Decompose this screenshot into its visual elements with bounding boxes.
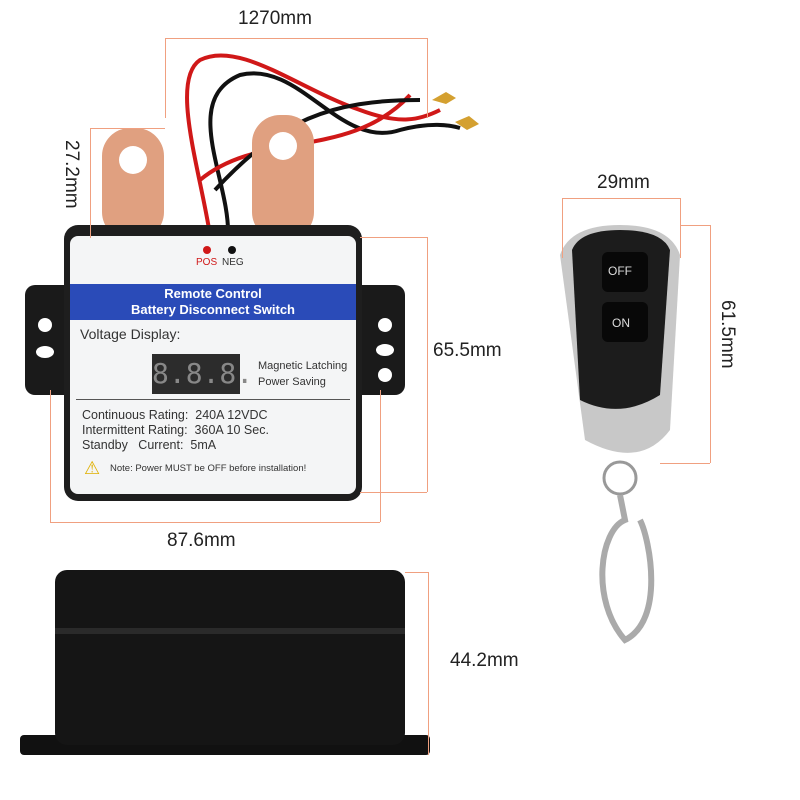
on-button: ON xyxy=(612,316,630,330)
feature-1: Magnetic Latching xyxy=(258,360,348,372)
voltage-label: Voltage Display: xyxy=(80,326,181,342)
voltage-display: 8.8.8. xyxy=(152,354,253,394)
wire-length-label: 1270mm xyxy=(238,8,312,29)
note: Note: Power MUST be OFF before installat… xyxy=(110,463,307,474)
body-depth-label: 44.2mm xyxy=(450,650,519,671)
body-width-label: 87.6mm xyxy=(167,530,236,551)
spec-1: Continuous Rating: 240A 12VDC xyxy=(82,408,268,422)
warning-icon: ⚠ xyxy=(84,458,101,478)
feature-2: Power Saving xyxy=(258,376,326,388)
spec-2: Intermittent Rating: 360A 10 Sec. xyxy=(82,423,269,437)
remote-length-label: 61.5mm xyxy=(717,300,738,369)
neg-label: NEG xyxy=(222,257,244,268)
pos-label: POS xyxy=(196,257,218,268)
title-line2: Battery Disconnect Switch xyxy=(131,302,295,317)
title-line1: Remote Control xyxy=(164,286,262,301)
body-height-label: 65.5mm xyxy=(433,340,502,361)
terminal-height-label: 27.2mm xyxy=(61,140,82,209)
spec-3: Standby Current: 5mA xyxy=(82,438,217,452)
off-button: OFF xyxy=(608,264,632,278)
remote-width-label: 29mm xyxy=(597,172,650,193)
